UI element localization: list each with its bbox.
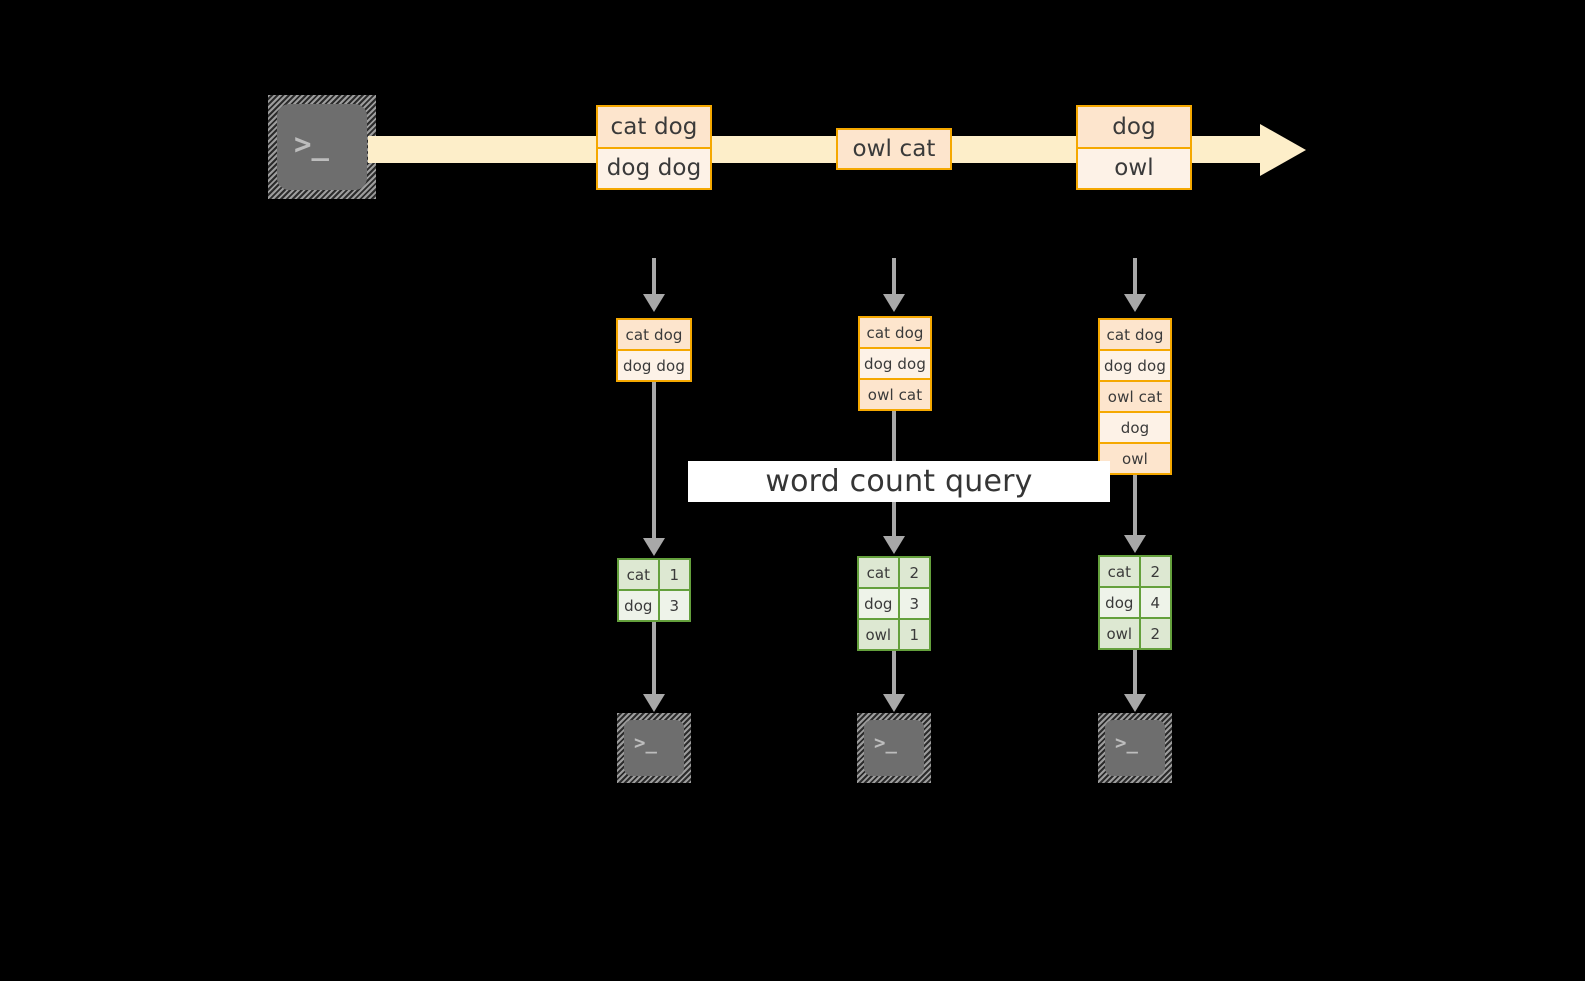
sink-flow-arrowhead [883,694,905,712]
sink-flow-line [892,651,896,694]
table-row: owl 1 [859,618,929,649]
snapshot-trigger-line [652,258,656,294]
word-count-query-text: word count query [765,464,1033,499]
query-flow-arrowhead [1124,535,1146,553]
sink-flow-arrowhead [643,694,665,712]
snapshot-input-row: owl cat [860,378,930,409]
table-cell-count: 2 [1140,557,1170,586]
snapshot-trigger-arrowhead [883,294,905,312]
sink-terminal-body: >_ [864,720,924,776]
snapshot-input-row: cat dog [860,318,930,347]
table-cell-count: 1 [659,560,689,589]
sink-terminal-prompt: >_ [874,732,897,754]
table-row: cat 1 [619,560,689,589]
word-count-query-label: word count query [688,461,1110,502]
sink-terminal-prompt: >_ [634,732,657,754]
snapshot-input-row: dog [1100,411,1170,442]
query-flow-line [1133,475,1137,535]
table-row: owl 2 [1100,617,1170,648]
table-cell-count: 2 [1140,619,1170,648]
stream-event-row: dog [1078,107,1190,147]
snapshot-input-row: cat dog [1100,320,1170,349]
table-cell-word: cat [1100,557,1141,586]
sink-terminal-icon: >_ [857,713,931,783]
table-cell-word: owl [859,620,900,649]
snapshot-input-stack[interactable]: cat dog dog dog owl cat dog owl [1098,318,1172,475]
table-cell-word: cat [619,560,660,589]
table-row: dog 4 [1100,586,1170,617]
snapshot-trigger-line [1133,258,1137,294]
stream-event-box[interactable]: cat dog dog dog [596,105,712,190]
table-row: dog 3 [859,587,929,618]
source-terminal-prompt: >_ [294,127,329,161]
snapshot-input-stack[interactable]: cat dog dog dog owl cat [858,316,932,411]
event-stream-arrowhead [1260,124,1306,176]
stream-event-box[interactable]: dog owl [1076,105,1192,190]
table-cell-count: 3 [899,589,929,618]
table-cell-word: dog [859,589,900,618]
sink-flow-line [1133,650,1137,694]
snapshot-input-row: owl [1100,442,1170,473]
snapshot-input-row: dog dog [618,349,690,380]
sink-terminal-icon: >_ [1098,713,1172,783]
word-count-result-table[interactable]: cat 2 dog 4 owl 2 [1098,555,1172,650]
snapshot-input-stack[interactable]: cat dog dog dog [616,318,692,382]
query-flow-arrowhead [883,536,905,554]
query-flow-line [652,382,656,538]
sink-terminal-body: >_ [624,720,684,776]
sink-terminal-prompt: >_ [1115,732,1138,754]
stream-event-row: dog dog [598,146,710,188]
snapshot-trigger-line [892,258,896,294]
table-cell-count: 2 [899,558,929,587]
stream-event-row: cat dog [598,107,710,147]
word-count-result-table[interactable]: cat 2 dog 3 owl 1 [857,556,931,651]
word-count-result-table[interactable]: cat 1 dog 3 [617,558,691,622]
table-row: cat 2 [859,558,929,587]
snapshot-trigger-arrowhead [1124,294,1146,312]
table-row: cat 2 [1100,557,1170,586]
table-cell-word: owl [1100,619,1141,648]
snapshot-input-row: dog dog [1100,349,1170,380]
snapshot-input-row: cat dog [618,320,690,349]
snapshot-input-row: owl cat [1100,380,1170,411]
table-cell-word: dog [619,591,660,620]
sink-flow-arrowhead [1124,694,1146,712]
table-cell-word: cat [859,558,900,587]
sink-terminal-icon: >_ [617,713,691,783]
table-cell-word: dog [1100,588,1141,617]
table-row: dog 3 [619,589,689,620]
snapshot-trigger-arrowhead [643,294,665,312]
source-terminal-body: >_ [277,104,367,190]
stream-event-box[interactable]: owl cat [836,128,952,170]
snapshot-input-row: dog dog [860,347,930,378]
source-terminal-icon: >_ [268,95,376,199]
table-cell-count: 4 [1140,588,1170,617]
sink-flow-line [652,622,656,694]
query-flow-arrowhead [643,538,665,556]
stream-event-row: owl [1078,146,1190,188]
sink-terminal-body: >_ [1105,720,1165,776]
stream-event-row: owl cat [838,130,950,168]
table-cell-count: 3 [659,591,689,620]
table-cell-count: 1 [899,620,929,649]
